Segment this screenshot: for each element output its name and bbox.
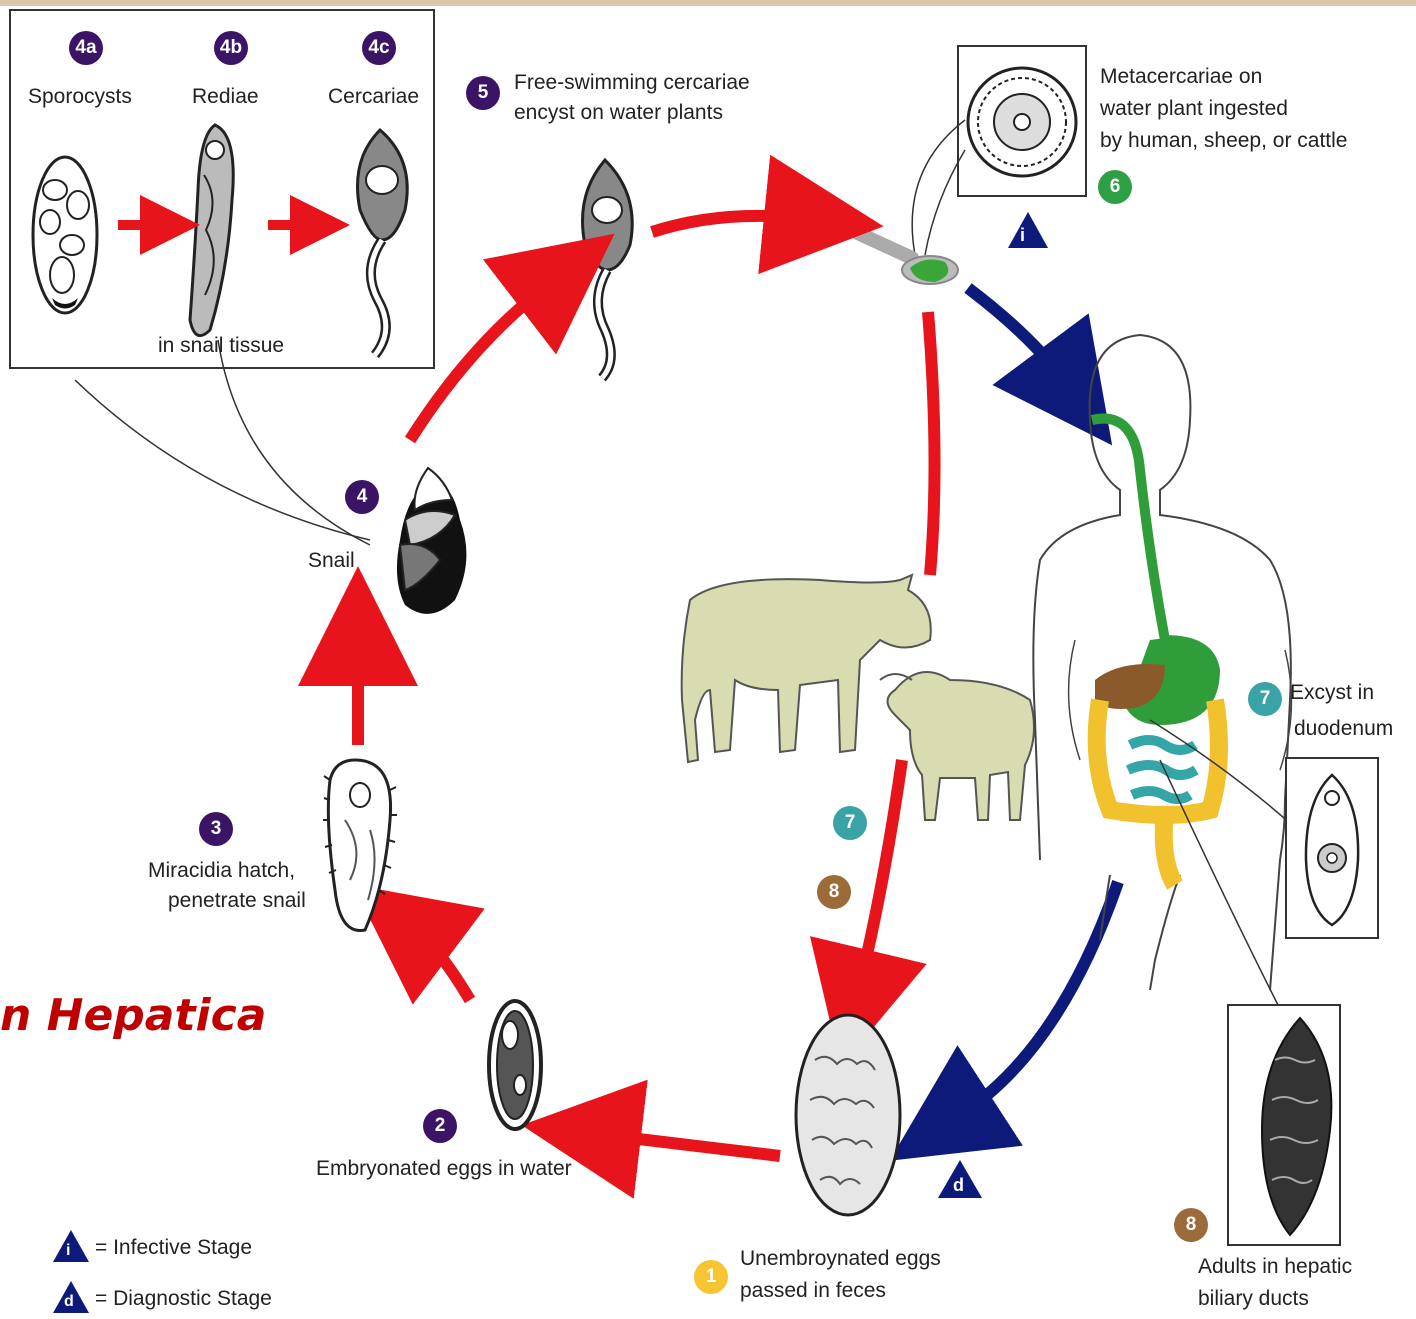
stage-badge-7-animal: 7 [833,806,867,840]
stage-6-label-line2: water plant ingested [1100,96,1288,122]
arrow-1-2 [605,1135,780,1156]
stage-5-label-line1: Free-swimming cercariae [514,70,750,96]
stage-badge-3: 3 [199,812,233,846]
stage-8-label-line2: biliary ducts [1198,1286,1309,1312]
arrow-5-6 [652,216,800,232]
rediae-label: Rediae [192,84,259,110]
arrow-2-3 [420,935,470,1000]
stage-1-label-line2: passed in feces [740,1278,886,1304]
stage-8-label-line1: Adults in hepatic [1198,1254,1352,1280]
stage-1-label-line1: Unembroynated eggs [740,1246,941,1272]
stage-badge-2: 2 [423,1109,457,1143]
embryonated-egg-icon [489,1001,541,1129]
arrow-human-1 [960,882,1118,1115]
stage-badge-4a: 4a [69,31,103,65]
snail-label: Snail [308,548,355,574]
stage-badge-8-animal: 8 [817,875,851,909]
legend-diagnostic-letter: d [64,1289,74,1315]
sheep-icon [880,672,1034,820]
arrow-animal-1 [860,760,902,985]
stage-5-label-line2: encyst on water plants [514,100,723,126]
snail-icon [397,468,466,614]
infective-stage-marker [1008,212,1048,248]
legend-diagnostic-label: = Diagnostic Stage [95,1286,272,1312]
stage-badge-4: 4 [345,480,379,514]
page-title: n Hepatica [0,990,266,1041]
stage-badge-1: 1 [694,1260,728,1294]
stage-badge-6: 6 [1098,170,1132,204]
legend-infective-letter: i [66,1238,70,1264]
free-cercaria-icon [583,160,633,378]
unembryonated-egg-icon [796,1015,900,1215]
stage-badge-7: 7 [1248,682,1282,716]
cercariae-label: Cercariae [328,84,419,110]
miracidium-icon [323,760,397,931]
legend-infective-label: = Infective Stage [95,1235,252,1261]
digestive-tract-icon [1092,419,1219,885]
stage-7-label-line2: duodenum [1294,716,1393,742]
snail-tissue-label: in snail tissue [158,333,284,359]
stage-3-label-line2: penetrate snail [168,888,306,914]
infective-marker-letter: i [1020,222,1025,248]
stage-6-label-line1: Metacercariae on [1100,64,1262,90]
sporocyst-icon [33,157,97,313]
top-bar [0,0,1416,6]
stage-badge-4b: 4b [214,31,248,65]
stage-badge-8: 8 [1174,1208,1208,1242]
arrow-6-human [968,288,1062,378]
spoon-icon [825,218,958,284]
stage-7-label-line1: Excyst in [1290,680,1374,706]
diagnostic-marker-letter: d [953,1172,964,1198]
stage-badge-5: 5 [466,76,500,110]
connector-line [218,340,370,545]
sporocysts-label: Sporocysts [28,84,132,110]
arrow-6-animal [928,312,935,575]
stage-badge-4c: 4c [362,31,396,65]
stage-3-label-line1: Miracidia hatch, [148,858,295,884]
cow-icon [682,575,931,762]
stage-6-label-line3: by human, sheep, or cattle [1100,128,1347,154]
stage-2-label: Embryonated eggs in water [316,1156,572,1182]
metacercaria-icon [968,68,1076,176]
connector-line [75,380,370,540]
legend-infective-icon [53,1230,89,1262]
